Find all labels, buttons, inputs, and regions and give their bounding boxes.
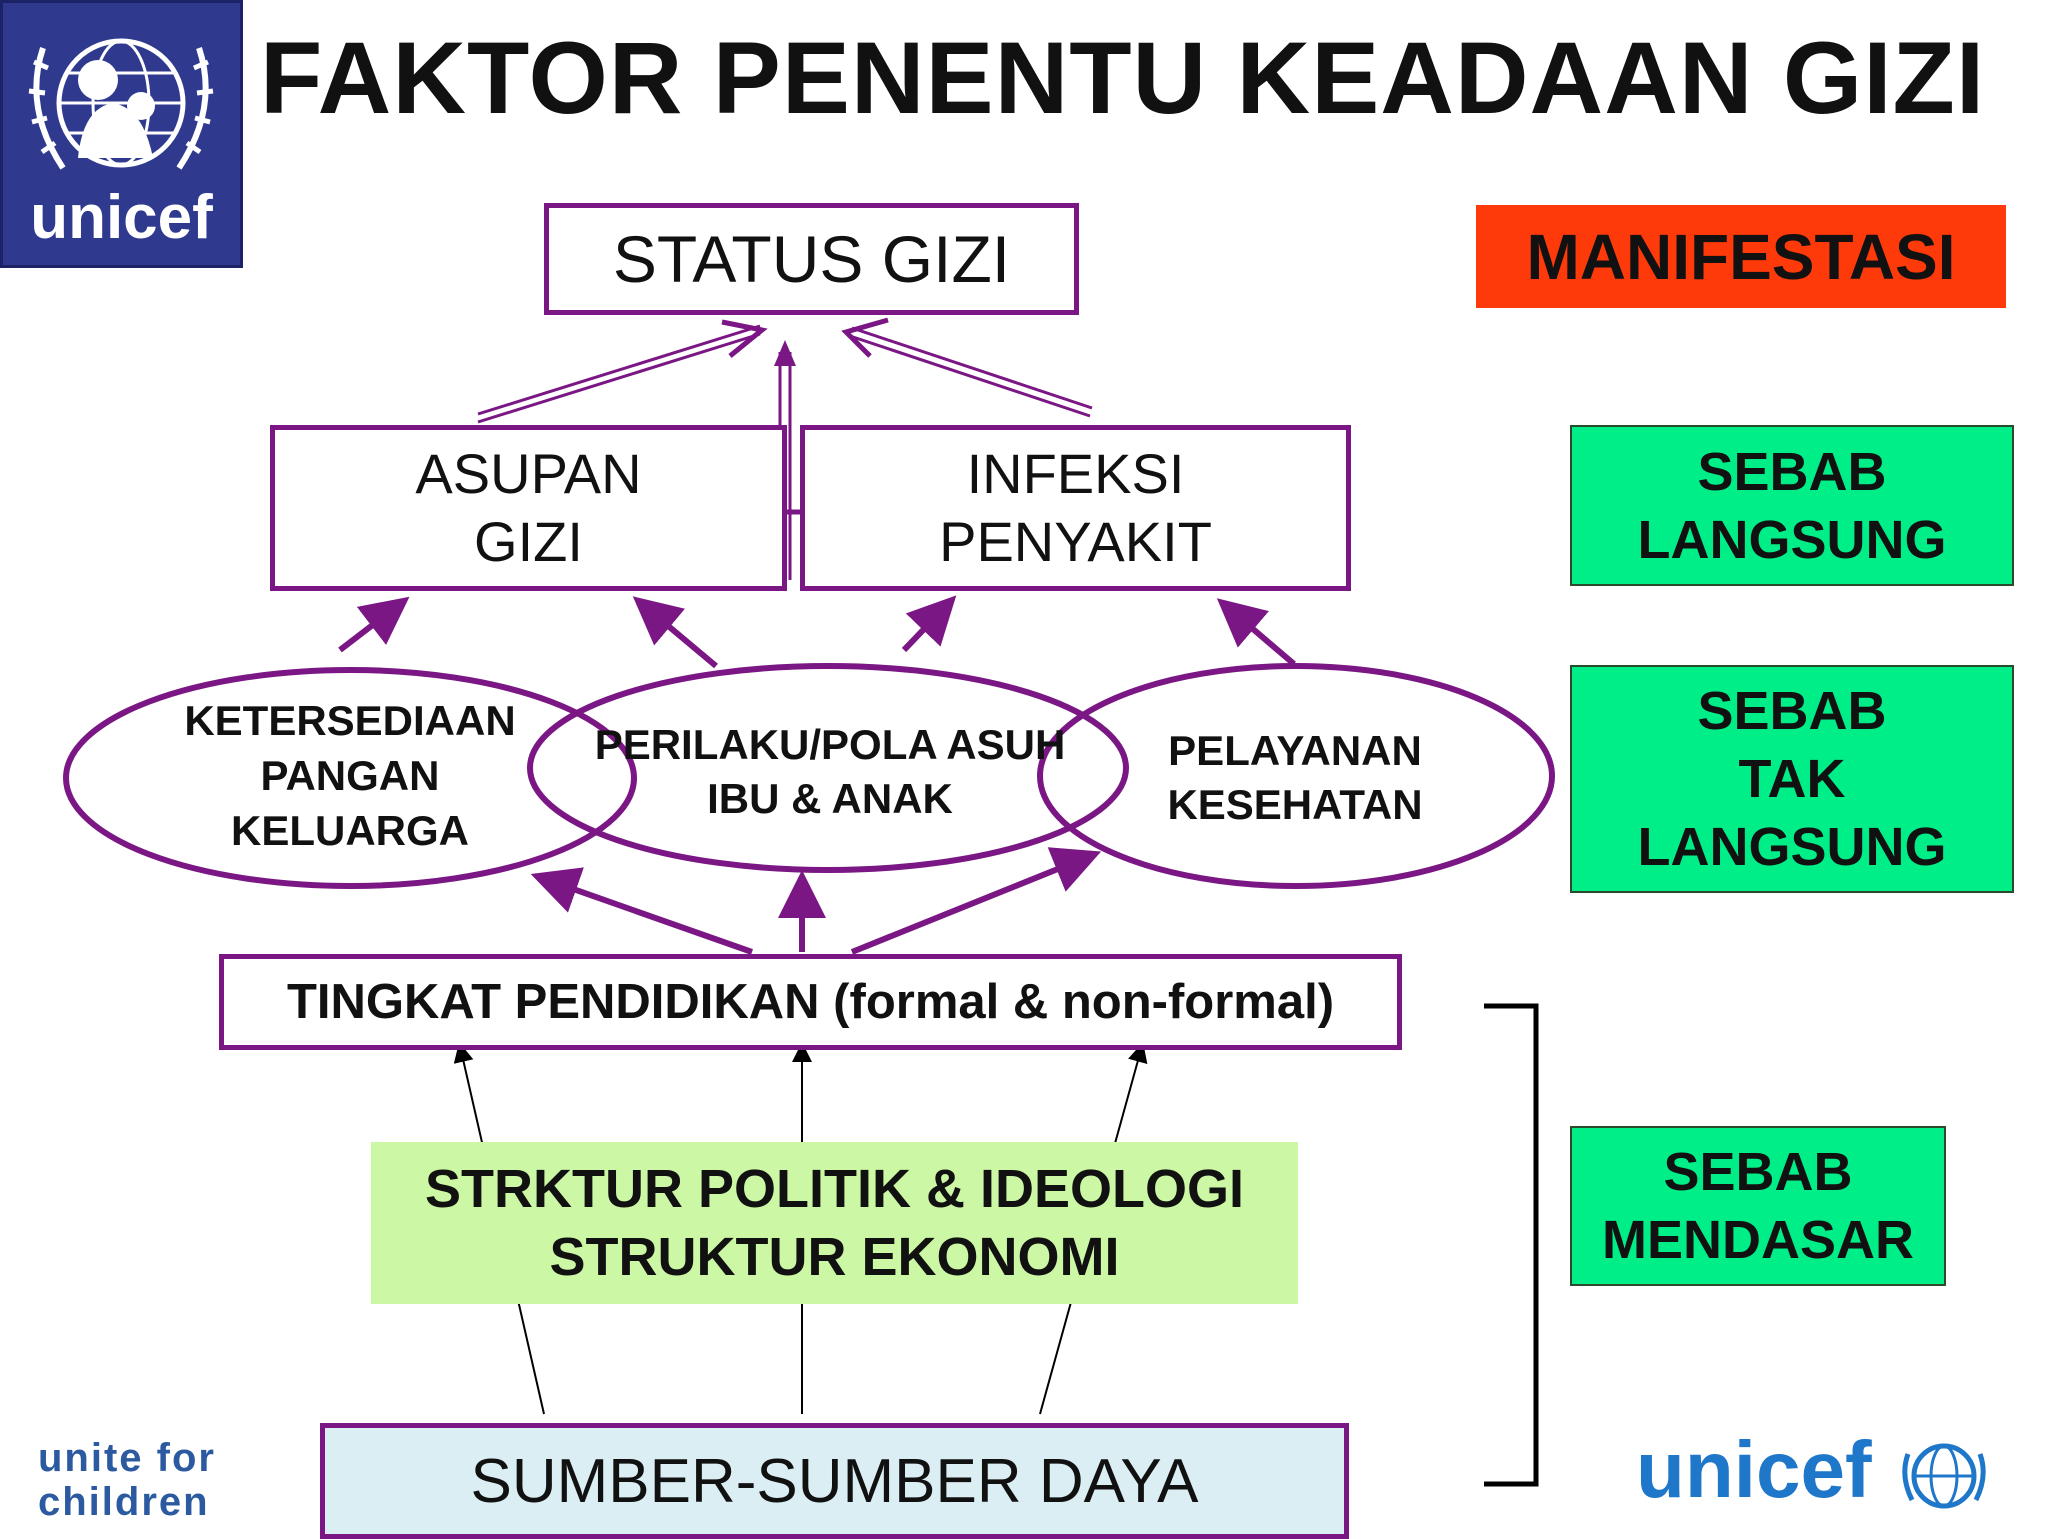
box-struktur-politik-ekonomi: STRKTUR POLITIK & IDEOLOGI STRUKTUR EKON… xyxy=(371,1142,1298,1304)
tag-manifestasi: MANIFESTASI xyxy=(1476,205,2006,308)
arrow-infeksi-to-status xyxy=(841,317,1093,418)
unicef-globe-icon xyxy=(1902,1443,1986,1509)
arrow-perilaku-to-asupan xyxy=(632,596,718,669)
arrow-pendidikan-to-ketersediaan xyxy=(530,867,753,955)
page-title: FAKTOR PENENTU KEADAAN GIZI xyxy=(260,21,1986,135)
unicef-logo: unicef xyxy=(0,0,243,268)
unite-for-children-logo: unite for children xyxy=(38,1436,216,1524)
arrow-perilaku-to-infeksi xyxy=(901,595,957,653)
label-perilaku-pola-asuh: PERILAKU/POLA ASUH IBU & ANAK xyxy=(594,721,1066,822)
ellipse-pelayanan xyxy=(1037,663,1555,889)
unicef-logo-bottom: unicef xyxy=(1636,1420,1996,1520)
box-sumber-daya: SUMBER-SUMBER DAYA xyxy=(320,1423,1349,1539)
box-asupan-gizi: ASUPAN GIZI xyxy=(270,425,787,591)
unicef-emblem-icon xyxy=(28,38,214,170)
arrow-pendidikan-to-pelayanan xyxy=(850,847,1102,955)
arrow-asupan-to-status xyxy=(477,319,768,424)
arrow-pelayanan-to-infeksi xyxy=(1216,598,1296,667)
box-infeksi-penyakit: INFEKSI PENYAKIT xyxy=(800,425,1351,591)
tag-sebab-tak-langsung: SEBAB TAK LANGSUNG xyxy=(1570,665,2014,893)
bracket-sebab-mendasar xyxy=(1484,1003,1539,1487)
tag-sebab-mendasar: SEBAB MENDASAR xyxy=(1570,1126,1946,1286)
tag-sebab-langsung: SEBAB LANGSUNG xyxy=(1570,425,2014,586)
ellipse-perilaku xyxy=(527,663,1129,873)
label-ketersediaan-pangan: KETERSEDIAAN PANGAN KELUARGA xyxy=(184,696,516,854)
arrow-ketersediaan-to-asupan xyxy=(338,596,410,653)
ellipse-ketersediaan xyxy=(63,667,637,889)
box-status-gizi: STATUS GIZI xyxy=(544,203,1079,315)
unicef-logo-text: unicef xyxy=(1636,1425,1872,1514)
box-tingkat-pendidikan: TINGKAT PENDIDIKAN (formal & non-formal) xyxy=(219,954,1402,1050)
label-pelayanan-kesehatan: PELAYANAN KESEHATAN xyxy=(1167,727,1423,828)
unicef-wordmark: unicef xyxy=(30,183,213,252)
